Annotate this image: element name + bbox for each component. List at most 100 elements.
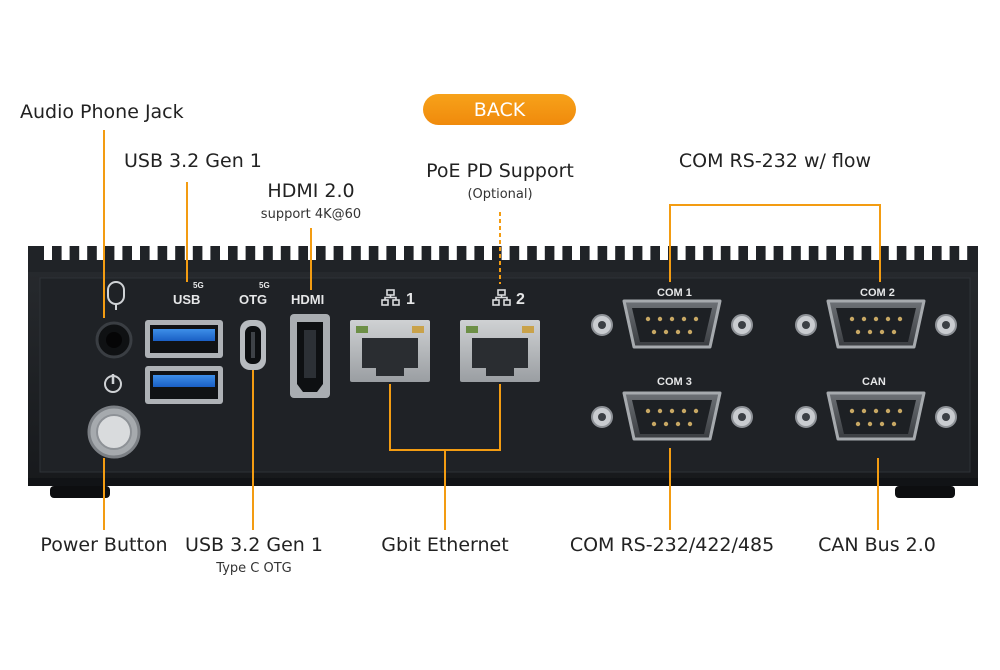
db9-pin — [873, 408, 879, 414]
db9-connectors — [591, 299, 957, 441]
usb-c-label: USB 3.2 Gen 1 — [185, 534, 323, 556]
fin-gap — [536, 246, 545, 260]
callout-lines — [103, 130, 881, 530]
db9-pin — [663, 421, 669, 427]
db9-pin — [675, 421, 681, 427]
fin-gap — [554, 246, 563, 260]
com1-mark: COM 1 — [657, 287, 692, 299]
can-mark: CAN — [862, 376, 886, 388]
audio-jack-label: Audio Phone Jack — [20, 101, 184, 123]
db9-pin — [675, 329, 681, 335]
usb-speed-mark: 5G — [193, 281, 204, 290]
com2-mark: COM 2 — [860, 287, 895, 299]
db9-pin — [669, 408, 675, 414]
fin-gap — [184, 246, 193, 260]
db9-pin — [669, 316, 675, 322]
lan-port-1: 1 — [350, 289, 430, 382]
com-flow-label: COM RS-232 w/ flow — [678, 150, 872, 172]
fin-gap — [712, 246, 721, 260]
fin-gap — [519, 246, 528, 260]
fin-gap — [572, 246, 580, 260]
fin-gap — [413, 246, 422, 260]
jack-screw-hole — [738, 321, 746, 329]
fin-gap — [448, 246, 457, 260]
fin-gap — [501, 246, 510, 260]
power-button — [87, 374, 141, 459]
fin-gap — [589, 246, 598, 260]
jack-screw-hole — [598, 413, 606, 421]
jack-screw-hole — [802, 413, 810, 421]
hdmi-label: HDMI 2.0 — [267, 180, 355, 202]
usb-label: USB 3.2 Gen 1 — [124, 150, 262, 172]
fin-gap — [343, 246, 352, 260]
jack-screw-hole — [942, 321, 950, 329]
fin-gap — [220, 246, 228, 260]
db9-insert — [836, 308, 916, 342]
fin-gap — [114, 246, 123, 260]
fin-gap — [748, 246, 756, 260]
foot-right — [895, 486, 955, 498]
poe-sublabel: (Optional) — [467, 187, 533, 202]
line-com-flow — [669, 204, 881, 282]
db9-pin — [891, 329, 897, 335]
db9-pin — [681, 316, 687, 322]
db9-pin — [663, 329, 669, 335]
db9-pin — [873, 316, 879, 322]
hdmi-mark: HDMI — [291, 292, 324, 307]
db9-com2 — [795, 299, 957, 349]
fin-gap — [959, 246, 968, 260]
db9-pin — [687, 329, 693, 335]
db9-pin — [693, 316, 699, 322]
db9-com3 — [591, 391, 753, 441]
fin-gap — [660, 246, 668, 260]
fin-gap — [730, 246, 739, 260]
jack-screw-hole — [802, 321, 810, 329]
db9-pin — [897, 316, 903, 322]
db9-pin — [855, 329, 861, 335]
fin-gap — [378, 246, 387, 260]
jack-screw-hole — [738, 413, 746, 421]
db9-pin — [687, 421, 693, 427]
fin-gap — [79, 246, 88, 260]
fin-gap — [783, 246, 792, 260]
fin-gap — [466, 246, 475, 260]
fin-gap — [237, 246, 246, 260]
fin-gap — [96, 246, 105, 260]
ethernet-label: Gbit Ethernet — [381, 534, 509, 556]
fin-gap — [149, 246, 158, 260]
db9-pin — [657, 408, 663, 414]
hdmi-sublabel: support 4K@60 — [260, 207, 362, 222]
audio-jack — [95, 281, 133, 359]
fin-gap — [272, 246, 281, 260]
db9-insert — [632, 400, 712, 434]
db9-pin — [645, 408, 651, 414]
fin-gap — [44, 246, 52, 260]
view-badge: BACK — [423, 94, 576, 125]
fin-gap — [941, 246, 950, 260]
usb-c-port: 5G OTG — [239, 281, 270, 370]
db9-com1 — [591, 299, 753, 349]
poe-label: PoE PD Support — [426, 160, 574, 182]
db9-pin — [861, 316, 867, 322]
fin-gaps — [44, 246, 968, 260]
db9-pin — [867, 421, 873, 427]
can-label: CAN Bus 2.0 — [818, 534, 936, 556]
db9-can — [795, 391, 957, 441]
fin-gap — [924, 246, 932, 260]
fin-gap — [290, 246, 299, 260]
jack-screw-hole — [598, 321, 606, 329]
foot-left — [50, 486, 110, 498]
db9-pin — [849, 408, 855, 414]
db9-pin — [657, 316, 663, 322]
otg-speed-mark: 5G — [259, 281, 270, 290]
db9-pin — [855, 421, 861, 427]
lan1-mark: 1 — [406, 291, 415, 308]
fin-gap — [888, 246, 897, 260]
fin-gap — [642, 246, 651, 260]
db9-pin — [879, 329, 885, 335]
fin-gap — [906, 246, 915, 260]
db9-pin — [645, 316, 651, 322]
usb-ports: 5G USB — [145, 281, 223, 404]
